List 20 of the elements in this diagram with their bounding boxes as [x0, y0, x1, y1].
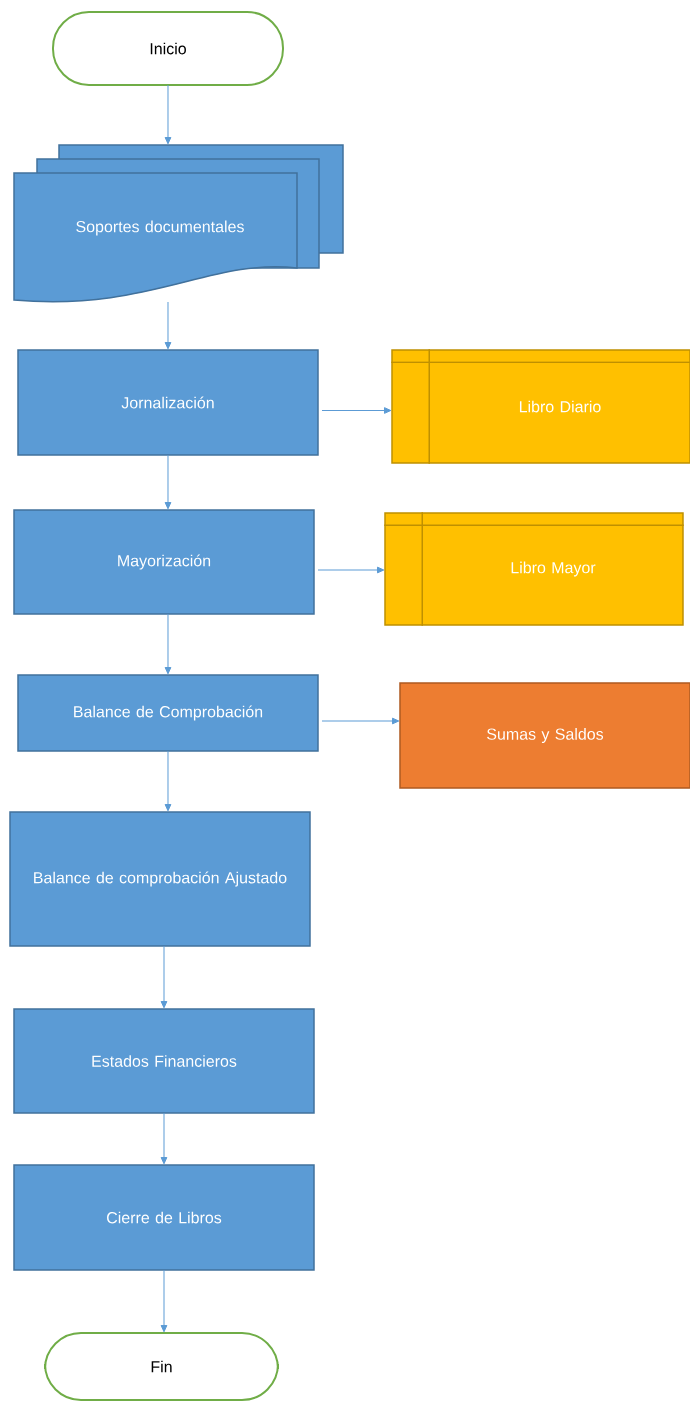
arrow: [160, 1112, 168, 1165]
arrow: [164, 613, 172, 675]
arrow: [164, 454, 172, 510]
process-box: Balance de comprobación Ajustado: [9, 811, 311, 947]
arrow: [164, 301, 172, 350]
arrow: [317, 566, 385, 574]
arrow: [164, 750, 172, 812]
internal-storage-box: Libro Mayor: [383, 511, 685, 627]
arrow: [164, 84, 172, 145]
arrow: [321, 717, 400, 725]
arrow: [160, 945, 168, 1009]
process-box: Cierre de Libros: [13, 1164, 315, 1271]
internal-storage-box: Libro Diario: [390, 348, 690, 465]
process-box: Mayorización: [13, 509, 315, 615]
process-box: Estados Financieros: [13, 1008, 315, 1114]
output-box: Sumas y Saldos: [399, 682, 690, 789]
arrow: [321, 407, 392, 414]
process-box: Jornalización: [17, 349, 319, 456]
process-box: Balance de Comprobación: [17, 674, 319, 752]
arrow: [160, 1269, 168, 1333]
